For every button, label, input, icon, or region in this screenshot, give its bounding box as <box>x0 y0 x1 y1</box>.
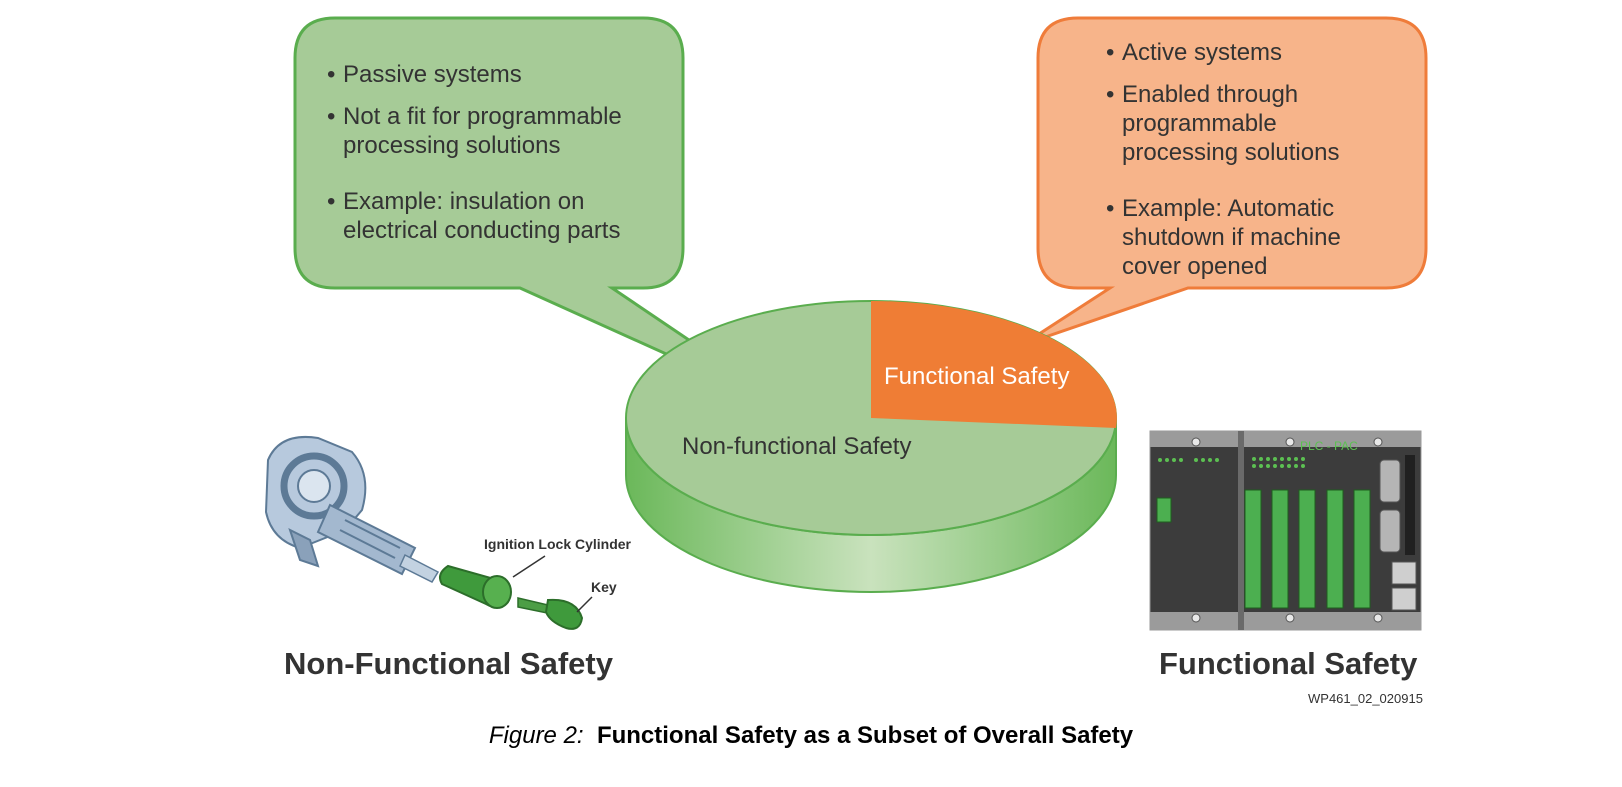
right-bubble-item: Active systems <box>1106 38 1376 67</box>
right-bubble-item: Enabled through programmable processing … <box>1106 80 1376 167</box>
right-bubble-text: Active systems Enabled through programma… <box>1106 38 1376 294</box>
pie-label-non-functional: Non-functional Safety <box>682 433 912 460</box>
figure-number: Figure 2: <box>488 722 584 749</box>
cylinder-label: Ignition Lock Cylinder <box>484 536 632 552</box>
left-bubble-list: Passive systems Not a fit for programmab… <box>327 60 667 245</box>
right-bubble-item: Example: Automatic shutdown if machine c… <box>1106 194 1376 281</box>
key-label: Key <box>591 579 617 595</box>
ethernet-ports <box>1391 561 1417 611</box>
left-bubble-item: Not a fit for programmable processing so… <box>327 102 667 160</box>
serial-ports <box>1379 455 1415 555</box>
left-bubble-item: Example: insulation on electrical conduc… <box>327 187 667 245</box>
plc-status-leds <box>1158 457 1305 468</box>
caption-functional-safety: Functional Safety <box>1159 646 1418 681</box>
right-bubble-list: Active systems Enabled through programma… <box>1106 38 1376 281</box>
left-bubble-item: Passive systems <box>327 60 667 89</box>
plc-module-label: PLC - PAC <box>1300 439 1358 453</box>
plc-module-illustration: PLC - PAC <box>1149 430 1422 631</box>
terminal-blocks <box>1244 489 1371 609</box>
caption-non-functional-safety: Non-Functional Safety <box>284 646 613 681</box>
key-pointer <box>576 596 593 613</box>
pie-chart <box>625 300 1117 593</box>
lock-cylinder-icon <box>439 564 512 609</box>
left-bubble-text: Passive systems Not a fit for programmab… <box>327 60 667 258</box>
figure-title: Functional Safety as a Subset of Overall… <box>596 722 1134 749</box>
power-connector <box>1156 497 1172 523</box>
pie-slice-functional <box>871 300 1117 428</box>
cylinder-pointer <box>512 555 546 578</box>
key-icon <box>517 597 584 630</box>
figure-code: WP461_02_020915 <box>1308 691 1423 706</box>
ignition-housing-icon <box>264 436 440 583</box>
figure-caption: Figure 2: Functional Safety as a Subset … <box>0 722 1622 750</box>
ignition-lock-illustration: Ignition Lock Cylinder Key <box>264 436 632 630</box>
pie-label-functional: Functional Safety <box>884 363 1070 390</box>
